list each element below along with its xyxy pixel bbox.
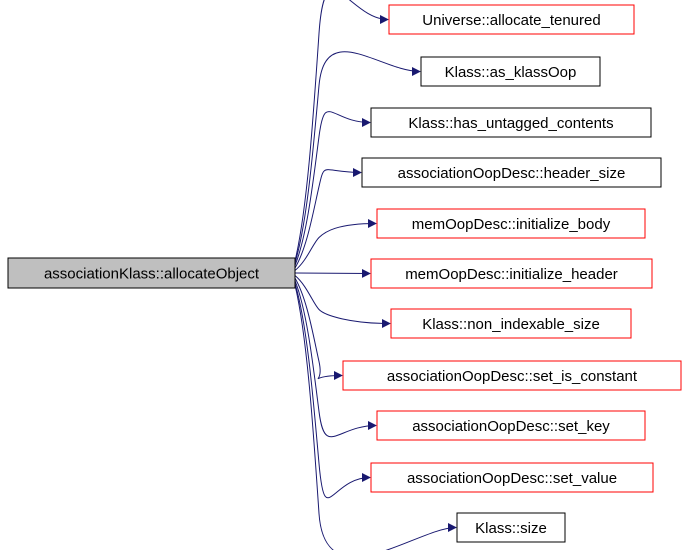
callee-node[interactable]: associationOopDesc::set_is_constant [342, 360, 682, 391]
callee-node-label: Klass::as_klassOop [445, 64, 577, 81]
root-node-box [7, 257, 296, 289]
callee-node-box [390, 308, 632, 339]
callee-node-label: associationOopDesc::header_size [398, 165, 626, 182]
edges [294, 0, 457, 550]
callee-node[interactable]: Universe::allocate_tenured [388, 4, 635, 35]
call-edge [294, 0, 389, 262]
callee-node-label: Klass::has_untagged_contents [408, 115, 613, 132]
call-edge [294, 167, 362, 269]
callee-node[interactable]: Klass::as_klassOop [420, 56, 601, 87]
call-edge [294, 284, 457, 550]
callee-nodes: Universe::allocate_tenuredKlass::as_klas… [342, 4, 682, 543]
call-edge [294, 280, 377, 438]
call-edge [294, 275, 391, 328]
callee-node-label: memOopDesc::initialize_body [412, 216, 611, 233]
callee-node-box [456, 512, 566, 543]
call-edge [294, 277, 343, 381]
callee-node-box [420, 56, 601, 87]
callee-node[interactable]: Klass::non_indexable_size [390, 308, 632, 339]
callee-node-box [370, 258, 653, 289]
root-node[interactable]: associationKlass::allocateObject [7, 257, 296, 289]
callee-node-box [376, 208, 646, 239]
callee-node-box [342, 360, 682, 391]
callee-node-label: Universe::allocate_tenured [422, 12, 600, 29]
call-edge [294, 111, 371, 266]
callee-node-box [388, 4, 635, 35]
callee-node-label: associationOopDesc::set_value [407, 470, 617, 487]
callee-node[interactable]: associationOopDesc::set_key [376, 410, 646, 441]
callee-node-box [376, 410, 646, 441]
callee-node-label: Klass::non_indexable_size [422, 316, 600, 333]
call-edge [294, 219, 377, 271]
callee-node[interactable]: memOopDesc::initialize_header [370, 258, 653, 289]
callee-node[interactable]: associationOopDesc::set_value [370, 462, 654, 493]
callee-node-label: associationOopDesc::set_key [412, 418, 610, 435]
callee-node-label: memOopDesc::initialize_header [405, 266, 618, 283]
callee-node[interactable]: Klass::has_untagged_contents [370, 107, 652, 138]
callee-node-box [370, 107, 652, 138]
root-node-label: associationKlass::allocateObject [44, 266, 260, 283]
callee-node-box [370, 462, 654, 493]
callee-node-label: Klass::size [475, 520, 547, 537]
call-edge [294, 51, 421, 264]
callee-node-box [361, 157, 662, 188]
call-edge [294, 283, 371, 499]
callee-node[interactable]: memOopDesc::initialize_body [376, 208, 646, 239]
callee-node[interactable]: associationOopDesc::header_size [361, 157, 662, 188]
callee-node[interactable]: Klass::size [456, 512, 566, 543]
callee-node-label: associationOopDesc::set_is_constant [387, 368, 638, 385]
